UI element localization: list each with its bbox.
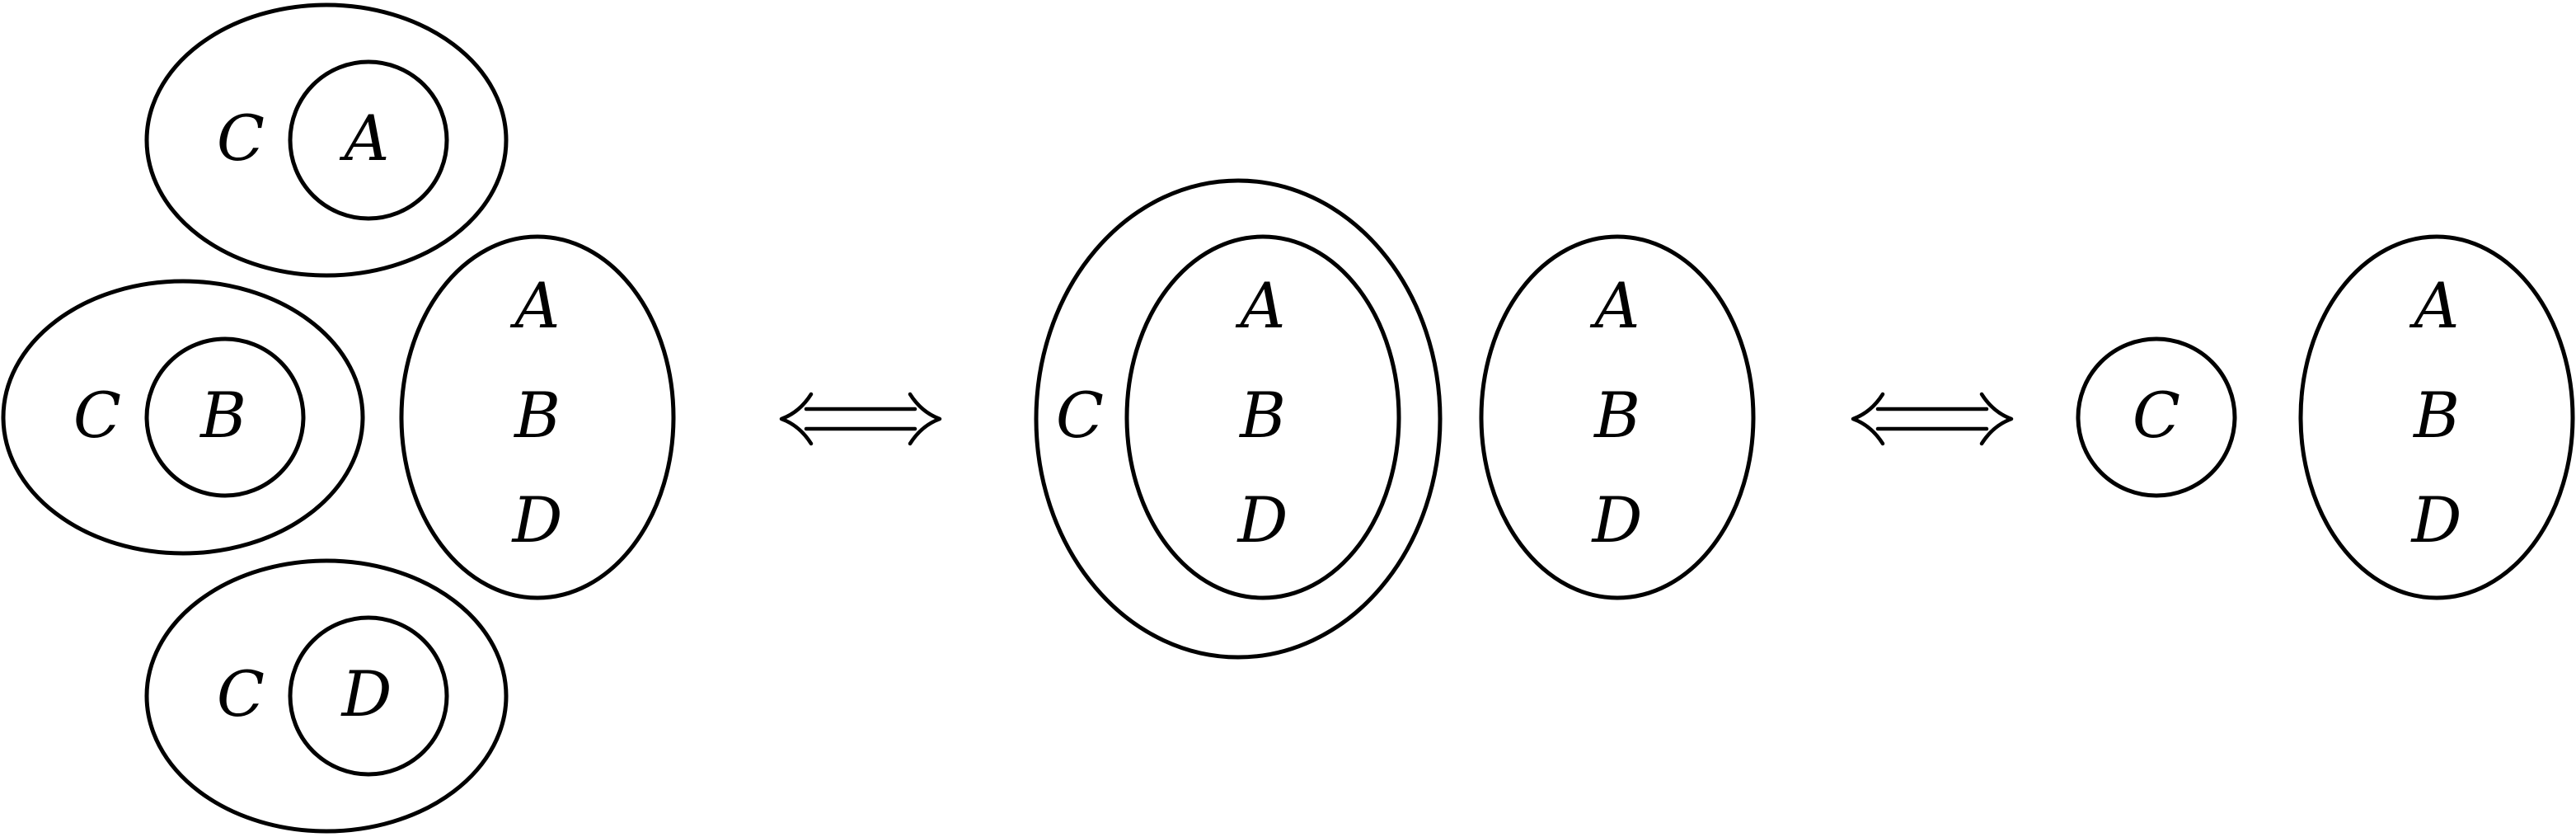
outer-ellipse-bottom [144, 558, 509, 834]
tall-ellipse-middle [1479, 234, 1756, 600]
label-a-col-middle: A [1590, 269, 1640, 342]
inner-circle-d [288, 615, 449, 777]
label-d-col-middle: D [1591, 483, 1643, 557]
inner-tall-ellipse-middle [1124, 234, 1401, 600]
ellipse-abd-left: A B D [399, 234, 676, 600]
ellipse-abd-middle: A B D [1479, 234, 1756, 600]
label-b-col-left: B [513, 379, 561, 452]
label-b-mid: B [199, 379, 246, 452]
inner-circle-b [144, 336, 306, 498]
label-d-middle-inner: D [1236, 483, 1288, 557]
label-a-col-right: A [2409, 269, 2460, 342]
ellipse-c-containing-abd: C A B D [1034, 178, 1443, 660]
ellipse-c-with-a: C A [144, 2, 509, 278]
label-c-right: C [2133, 379, 2180, 452]
label-c-top: C [217, 101, 265, 175]
label-c-bottom: C [217, 657, 265, 731]
label-c-mid: C [73, 379, 121, 452]
label-a-col-left: A [510, 269, 561, 342]
outer-ellipse-middle [1034, 178, 1443, 660]
label-a-top: A [340, 101, 390, 175]
label-d-col-left: D [511, 483, 563, 557]
label-d-bottom: D [340, 657, 392, 731]
tall-ellipse-right [2298, 234, 2575, 600]
label-b-col-middle: B [1593, 379, 1640, 452]
label-b-middle-inner: B [1238, 379, 1286, 452]
label-c-middle: C [1056, 379, 1104, 452]
outer-ellipse-top [144, 2, 509, 278]
outer-ellipse-mid [1, 279, 365, 556]
circle-c-alone: C [2076, 336, 2237, 498]
circle-c [2076, 336, 2237, 498]
left-group: C A C B C D A B D [1, 2, 676, 834]
right-group: C A B D [2076, 234, 2575, 600]
inner-circle-a [288, 59, 449, 221]
ellipse-abd-right: A B D [2298, 234, 2575, 600]
label-a-middle-inner: A [1236, 269, 1286, 342]
label-d-col-right: D [2410, 483, 2462, 557]
iff-arrow-2: ⟺ [1851, 392, 2014, 446]
ellipse-c-with-b: C B [1, 279, 365, 556]
ellipse-c-with-d: C D [144, 558, 509, 834]
tall-ellipse-left [399, 234, 676, 600]
iff-arrow-1: ⟺ [779, 392, 942, 446]
label-b-col-right: B [2412, 379, 2460, 452]
middle-group: C A B D A B D [1034, 178, 1756, 660]
